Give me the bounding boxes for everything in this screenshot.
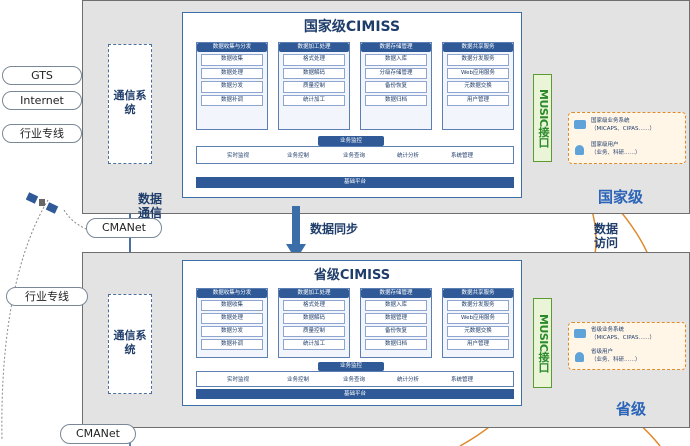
module-item: 质量控制 <box>283 325 345 337</box>
provincial-platform-bar: 基础平台 <box>196 389 514 399</box>
data-communication-label: 数据 通信 <box>138 192 163 220</box>
module-item: 统计加工 <box>283 338 345 350</box>
provincial-module-collect: 数据收集与分发 数据收集 数据处理 数据分发 数据补调 <box>196 288 268 358</box>
module-item: 备份恢复 <box>365 81 427 93</box>
national-module-storage: 数据存储管理 数据入库 分级存储管理 备份恢复 数据归档 <box>360 42 432 130</box>
module-item: 备份恢复 <box>365 325 427 337</box>
data-sync-label: 数据同步 <box>310 222 359 236</box>
module-item: 数据处理 <box>201 312 263 324</box>
national-module-share: 数据共享服务 数据分发服务 Web应用服务 元数据交换 用户管理 <box>442 42 514 130</box>
module-item: 数据处理 <box>201 67 263 79</box>
module-title: 数据收集与分发 <box>197 289 267 298</box>
server-icon <box>574 329 586 338</box>
gts-cloud: GTS <box>2 66 82 85</box>
module-item: 格式处理 <box>283 54 345 66</box>
module-item: 用户管理 <box>447 338 509 350</box>
provincial-monitor-title: 业务监控 <box>318 362 384 371</box>
users-line: 省级用户 <box>591 349 614 355</box>
monitor-item: 业务查询 <box>343 153 366 159</box>
national-music-interface: MUSIC接口 <box>533 74 552 162</box>
internet-cloud: Internet <box>2 91 82 110</box>
module-item: 数据分发 <box>201 81 263 93</box>
module-title: 数据加工处理 <box>279 43 349 52</box>
comm-system-label: 通信系统 <box>113 89 147 116</box>
provincial-comm-system: 通信系统 <box>108 294 152 394</box>
monitor-item: 统计分析 <box>397 377 420 383</box>
national-comm-system: 通信系统 <box>108 44 152 164</box>
module-item: 数据解码 <box>283 67 345 79</box>
cmanet-cloud-lower: CMANet <box>60 424 136 444</box>
module-item: 数据入库 <box>365 299 427 311</box>
satellite-icon <box>26 192 59 214</box>
national-module-collect: 数据收集与分发 数据收集 数据处理 数据分发 数据补调 <box>196 42 268 130</box>
user-icon <box>575 352 584 362</box>
comm-system-label: 通信系统 <box>113 329 147 356</box>
monitor-item: 实时监视 <box>227 377 250 383</box>
data-access-label: 数据 访问 <box>594 222 619 250</box>
provincial-cimiss-title: 省级CIMISS <box>313 268 391 283</box>
module-item: 格式处理 <box>283 299 345 311</box>
users-line: （MICAPS、CIPAS……） <box>591 126 655 132</box>
module-item: 数据解码 <box>283 312 345 324</box>
module-item: 数据入库 <box>365 54 427 66</box>
national-monitor-bar: 实时监视 业务控制 业务查询 统计分析 系统管理 <box>196 146 514 164</box>
provincial-monitor-bar: 实时监视 业务控制 业务查询 统计分析 系统管理 <box>196 371 514 387</box>
national-level-label: 国家级 <box>598 188 644 206</box>
national-module-process: 数据加工处理 格式处理 数据解码 质量控制 统计加工 <box>278 42 350 130</box>
national-users-box: 国家级业务系统 （MICAPS、CIPAS……） 国家级用户 （业务、科研……） <box>568 112 686 164</box>
users-line: 省级业务系统 <box>591 327 625 333</box>
provincial-module-share: 数据共享服务 数据分发服务 Web应用服务 元数据交换 用户管理 <box>442 288 514 358</box>
provincial-module-storage: 数据存储管理 数据入库 数据管理 备份恢复 数据归档 <box>360 288 432 358</box>
module-item: 分级存储管理 <box>365 67 427 79</box>
module-item: 元数据交换 <box>447 325 509 337</box>
module-title: 数据加工处理 <box>279 289 349 298</box>
users-line: （业务、科研……） <box>591 357 641 363</box>
provincial-module-process: 数据加工处理 格式处理 数据解码 质量控制 统计加工 <box>278 288 350 358</box>
monitor-item: 系统管理 <box>451 153 474 159</box>
module-item: 数据收集 <box>201 54 263 66</box>
module-item: 数据管理 <box>365 312 427 324</box>
industry-line-cloud-provincial: 行业专线 <box>6 287 88 306</box>
module-item: 数据收集 <box>201 299 263 311</box>
module-item: 数据归档 <box>365 338 427 350</box>
module-title: 数据存储管理 <box>361 289 431 298</box>
monitor-item: 系统管理 <box>451 377 474 383</box>
module-item: Web应用服务 <box>447 67 509 79</box>
module-item: 质量控制 <box>283 81 345 93</box>
module-item: Web应用服务 <box>447 312 509 324</box>
national-monitor-title: 业务监控 <box>318 136 384 146</box>
provincial-level-label: 省级 <box>616 400 647 418</box>
industry-line-cloud-national: 行业专线 <box>2 124 82 143</box>
provincial-users-box: 省级业务系统 （MICAPS、CIPAS……） 省级用户 （业务、科研……） <box>568 322 686 370</box>
users-line: （MICAPS、CIPAS……） <box>591 335 655 341</box>
module-title: 数据共享服务 <box>443 43 513 52</box>
users-line: （业务、科研……） <box>591 150 641 156</box>
module-item: 数据补调 <box>201 94 263 106</box>
users-line: 国家级用户 <box>591 142 619 148</box>
server-icon <box>574 120 586 129</box>
module-item: 统计加工 <box>283 94 345 106</box>
cmanet-cloud-upper: CMANet <box>86 218 162 238</box>
national-cimiss-title: 国家级CIMISS <box>303 19 401 35</box>
module-item: 数据补调 <box>201 338 263 350</box>
module-item: 数据分发服务 <box>447 299 509 311</box>
module-item: 数据归档 <box>365 94 427 106</box>
national-platform-bar: 基础平台 <box>196 177 514 188</box>
module-item: 元数据交换 <box>447 81 509 93</box>
module-title: 数据共享服务 <box>443 289 513 298</box>
module-item: 数据分发服务 <box>447 54 509 66</box>
monitor-item: 业务控制 <box>287 377 310 383</box>
user-icon <box>575 145 584 155</box>
monitor-item: 实时监视 <box>227 153 250 159</box>
monitor-item: 业务控制 <box>287 153 310 159</box>
module-item: 用户管理 <box>447 94 509 106</box>
users-line: 国家级业务系统 <box>591 118 630 124</box>
module-title: 数据存储管理 <box>361 43 431 52</box>
monitor-item: 统计分析 <box>397 153 420 159</box>
module-title: 数据收集与分发 <box>197 43 267 52</box>
module-item: 数据分发 <box>201 325 263 337</box>
provincial-music-interface: MUSIC接口 <box>533 298 552 388</box>
monitor-item: 业务查询 <box>343 377 366 383</box>
